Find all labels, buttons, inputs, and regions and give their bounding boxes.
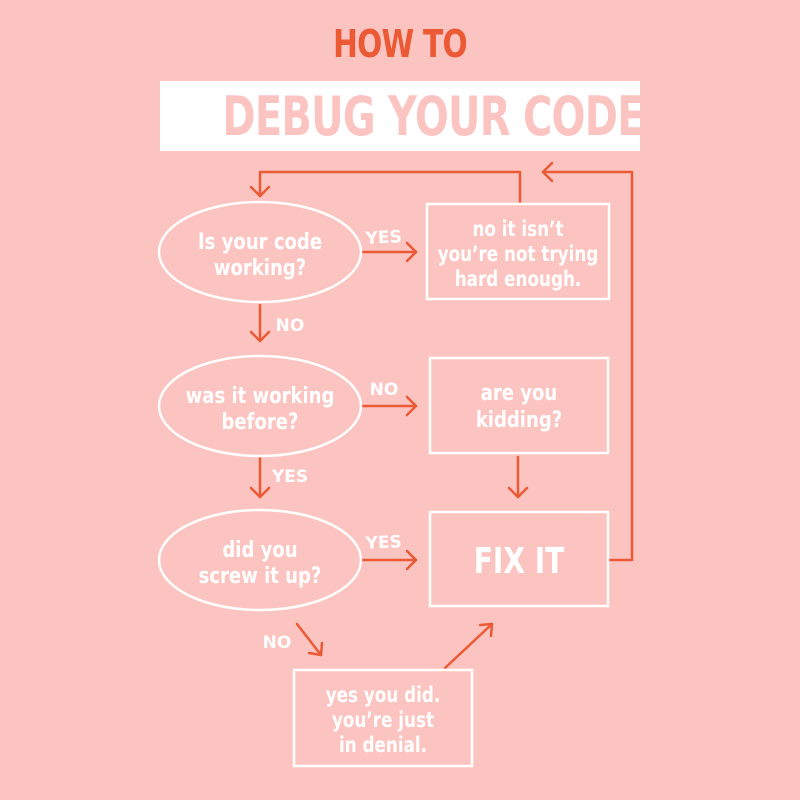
edge-screw-no-head (307, 641, 324, 657)
title-banner: DEBUG YOUR CODE (160, 81, 645, 151)
decision-working-before (157, 354, 363, 458)
heading-how-to: HOW TO (333, 22, 468, 66)
edge-screw-no-line (295, 622, 323, 657)
edge-denial-fix-head (478, 622, 494, 638)
edge-kidding-fix-head (507, 486, 529, 499)
edge-fix-loop-head (541, 161, 554, 183)
edge-label-screw-yes: YES (364, 532, 402, 554)
edge-retry-loop-line (258, 170, 522, 205)
edge-fix-loop-line (541, 170, 634, 562)
box-fix-it (428, 510, 610, 608)
node-text: no it isn’t (472, 217, 563, 241)
edge-screw-yes-head (405, 549, 418, 571)
edge-label-working-no: NO (276, 316, 305, 336)
edge-label-screw-no: NO (263, 633, 292, 653)
box-are-you-kidding-text: are you kidding? (476, 379, 562, 432)
box-not-trying-hard-enough (425, 202, 611, 301)
node-text: yes you did. (326, 683, 441, 707)
node-text: you’re not trying (438, 242, 599, 266)
node-text: screw it up? (199, 562, 322, 588)
decision-code-working-text: Is your code working? (198, 228, 322, 280)
decision-screw-it-up (157, 508, 363, 612)
edge-label-before-no: NO (370, 380, 399, 400)
node-text: FIX IT (474, 540, 565, 582)
edge-working-yes-head (405, 241, 418, 263)
edge-label-working-yes: YES (364, 227, 402, 249)
node-text: you’re just (332, 708, 434, 732)
node-text: kidding? (476, 406, 562, 432)
edge-denial-fix-line (443, 622, 494, 670)
edge-before-no-head (405, 395, 418, 417)
decision-screw-it-up-text: did you screw it up? (199, 536, 322, 588)
node-text: Is your code (198, 228, 322, 254)
node-text: did you (222, 536, 297, 562)
edge-retry-loop-head (249, 185, 271, 198)
page-title: DEBUG YOUR CODE (222, 85, 644, 148)
node-text: working? (214, 254, 306, 280)
box-are-you-kidding (428, 356, 610, 455)
box-not-trying-hard-enough-text: no it isn’t you’re not trying hard enoug… (438, 217, 599, 291)
box-fix-it-text: FIX IT (474, 540, 565, 582)
decision-code-working (157, 200, 363, 304)
node-text: in denial. (339, 733, 427, 757)
node-text: hard enough. (455, 267, 582, 291)
edge-working-no-head (249, 330, 271, 343)
edge-before-yes-head (249, 486, 271, 499)
box-in-denial-text: yes you did. you’re just in denial. (326, 683, 441, 757)
node-text: before? (222, 408, 299, 434)
node-text: are you (481, 379, 558, 405)
decision-working-before-text: was it working before? (186, 382, 335, 434)
edge-label-before-yes: YES (271, 467, 308, 487)
box-in-denial (292, 668, 474, 768)
node-text: was it working (186, 382, 335, 408)
